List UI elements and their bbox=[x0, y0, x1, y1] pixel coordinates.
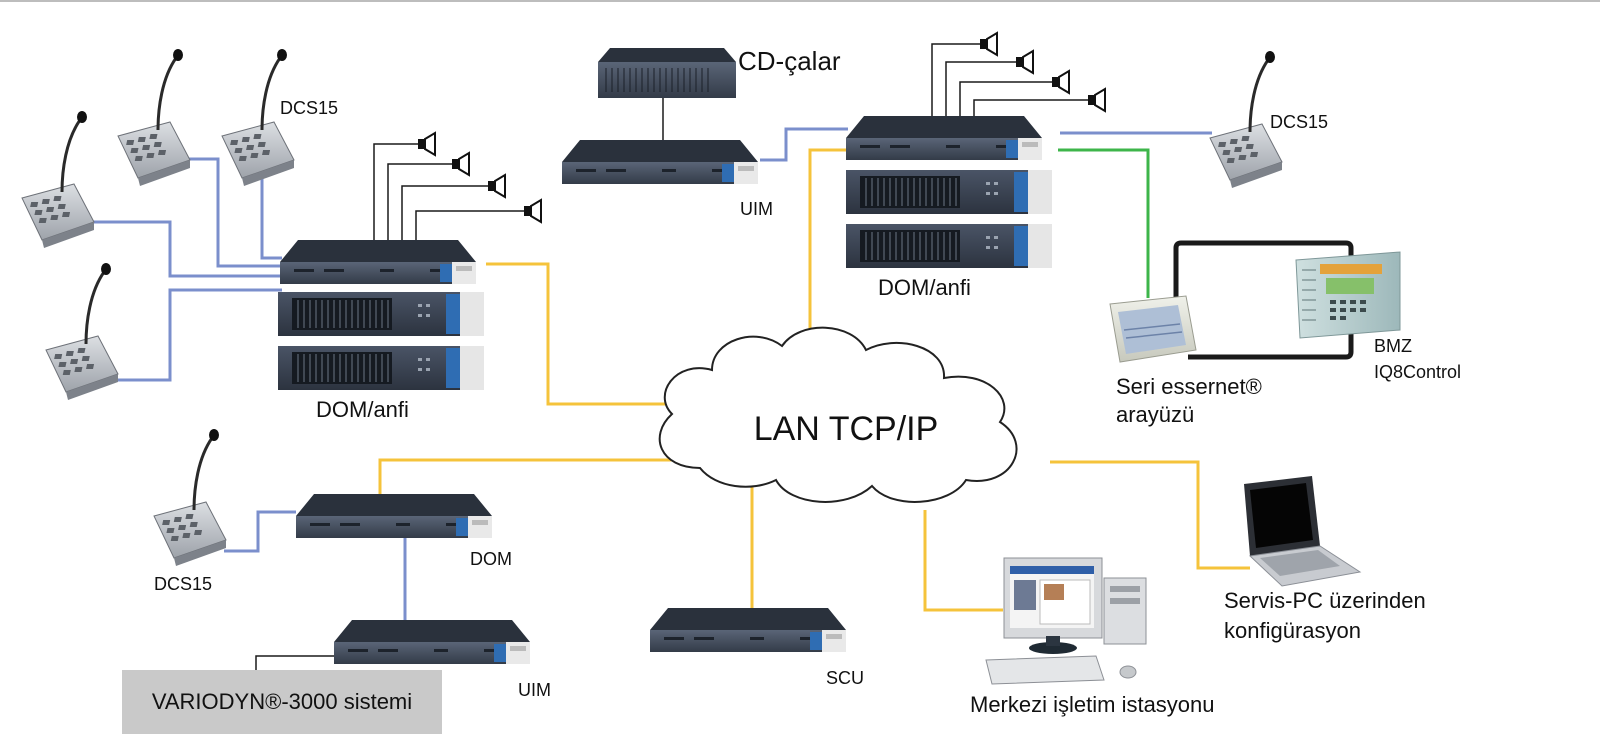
amplifier-left-1 bbox=[277, 291, 485, 337]
lan-link-service-pc bbox=[1050, 460, 1250, 570]
bmz-loop bbox=[1173, 240, 1354, 360]
cd-player-device bbox=[598, 48, 736, 98]
dcs15-microphone-icon bbox=[116, 47, 192, 188]
audio-link-mic-2 bbox=[260, 175, 282, 260]
uim-bottom-device bbox=[334, 620, 530, 664]
dcs15-top-right-label: DCS15 bbox=[1270, 112, 1328, 132]
essernet-interface-device bbox=[1109, 295, 1197, 363]
essernet-label-line1: Seri essernet® bbox=[1116, 374, 1262, 399]
bmz-label-line2: IQ8Control bbox=[1374, 362, 1461, 382]
dcs15-bottom-label: DCS15 bbox=[154, 574, 212, 594]
dcs15-microphone-icon bbox=[44, 261, 120, 402]
bmz-fire-panel-device bbox=[1295, 251, 1401, 339]
amplifier-right-1 bbox=[845, 169, 1053, 215]
uim-bottom-label: UIM bbox=[518, 680, 551, 700]
dcs15-top-left-label: DCS15 bbox=[280, 98, 338, 118]
dom-anfi-right-label: DOM/anfi bbox=[878, 275, 971, 300]
amplifier-right-2 bbox=[845, 223, 1053, 269]
dcs15-microphone-icon bbox=[20, 109, 96, 250]
service-pc-label-line2: konfigürasyon bbox=[1224, 618, 1361, 643]
dcs15-microphone-icon bbox=[152, 427, 228, 568]
scu-device bbox=[650, 608, 846, 652]
amplifier-left-2 bbox=[277, 345, 485, 391]
dom-bottom-label: DOM bbox=[470, 549, 512, 569]
speaker-icon bbox=[417, 132, 436, 156]
uim-top-device bbox=[562, 140, 758, 184]
essernet-label-line2: arayüzü bbox=[1116, 402, 1194, 427]
audio-link-mic-1 bbox=[186, 157, 282, 268]
speaker-icon bbox=[487, 174, 506, 198]
speaker-icon bbox=[979, 32, 998, 56]
service-pc-label-line1: Servis-PC üzerinden bbox=[1224, 588, 1426, 613]
audio-link-uim-top bbox=[760, 127, 848, 162]
lan-link-left-dom bbox=[486, 262, 700, 406]
service-laptop-device bbox=[1244, 476, 1362, 587]
speaker-icon bbox=[1051, 70, 1070, 94]
lan-label: LAN TCP/IP bbox=[754, 410, 939, 448]
audio-link-dcs15-bottom bbox=[224, 510, 296, 553]
audio-link-mic-4 bbox=[118, 288, 282, 382]
speaker-wires-left bbox=[373, 143, 524, 245]
lan-link-bottom-dom bbox=[378, 458, 690, 508]
dom-left-device bbox=[280, 240, 476, 284]
speaker-wires-right bbox=[931, 43, 1088, 122]
variodyn-label: VARIODYN®-3000 sistemi bbox=[152, 689, 412, 714]
variodyn-box bbox=[122, 670, 442, 734]
lan-cloud bbox=[658, 326, 1018, 503]
connection-lines bbox=[92, 80, 1354, 686]
speaker-icon bbox=[451, 152, 470, 176]
central-station-label: Merkezi işletim istasyonu bbox=[970, 692, 1215, 717]
speaker-icon bbox=[523, 199, 542, 223]
scu-label: SCU bbox=[826, 668, 864, 688]
uim-top-label: UIM bbox=[740, 199, 773, 219]
cd-player-label: CD-çalar bbox=[738, 46, 841, 76]
serial-essernet-link bbox=[1058, 148, 1150, 298]
central-station-device bbox=[985, 557, 1147, 685]
speaker-icon bbox=[1015, 50, 1034, 74]
bmz-label-line1: BMZ bbox=[1374, 336, 1412, 356]
dom-right-device bbox=[846, 116, 1042, 160]
lan-link-central-station bbox=[923, 510, 1003, 612]
dom-bottom-device bbox=[296, 494, 492, 538]
dom-anfi-left-label: DOM/anfi bbox=[316, 397, 409, 422]
audio-link-mic-3 bbox=[92, 220, 282, 278]
speaker-icon bbox=[1087, 88, 1106, 112]
